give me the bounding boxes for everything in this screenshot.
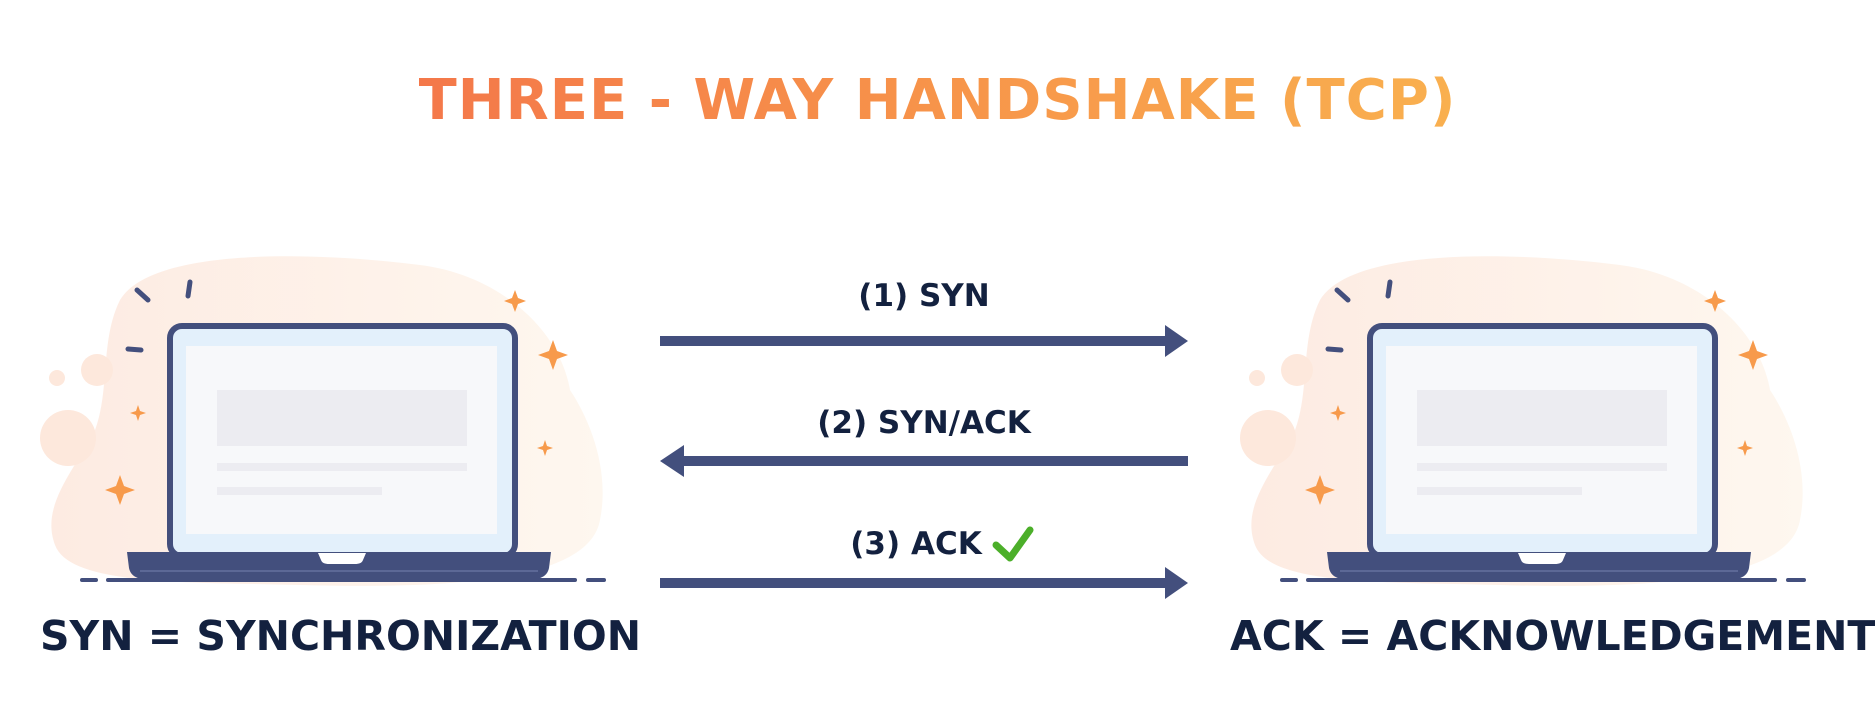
ack-definition: ACK = ACKNOWLEDGEMENT (1230, 612, 1875, 660)
syn-arrow (660, 325, 1188, 357)
step-2-label: (2) SYN/ACK (817, 405, 1031, 441)
diagram-title: THREE - WAY HANDSHAKE (TCP) (418, 68, 1457, 133)
syn-ack-arrow (660, 445, 1188, 477)
step-1-label: (1) SYN (858, 278, 990, 314)
server-laptop (1240, 256, 1804, 586)
syn-definition: SYN = SYNCHRONIZATION (40, 612, 642, 660)
ack-arrow (660, 567, 1188, 599)
step-3-label: (3) ACK (850, 526, 982, 562)
client-laptop (40, 256, 604, 586)
checkmark-icon (992, 526, 1034, 562)
